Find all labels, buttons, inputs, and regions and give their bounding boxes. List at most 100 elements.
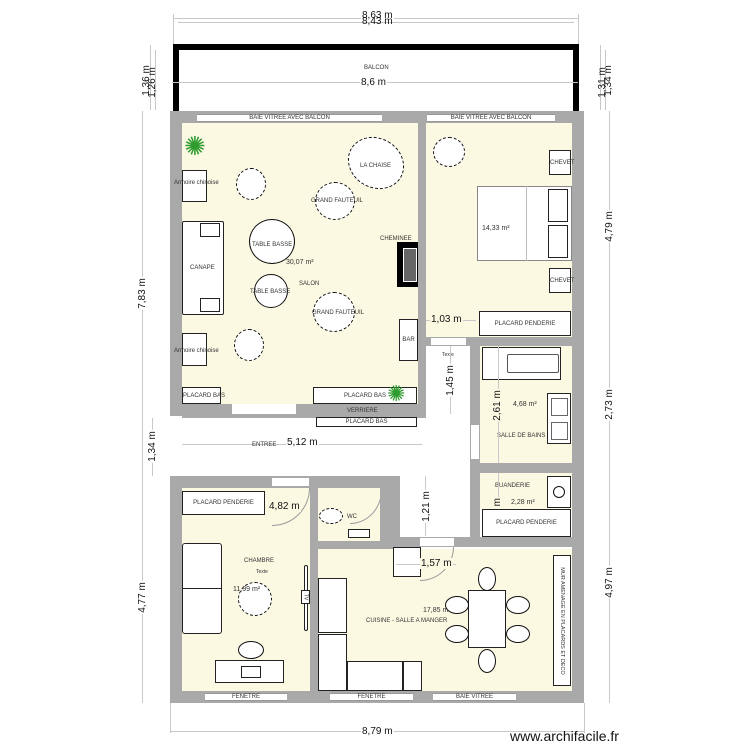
dim-tick bbox=[584, 703, 585, 733]
dim-right-upper: 4,79 m bbox=[603, 210, 615, 243]
canape-cushion bbox=[200, 223, 220, 237]
cuisine-dim: 1,57 m bbox=[420, 558, 453, 569]
dim-left-upper: 7,83 m bbox=[136, 277, 148, 310]
dim-balcony-right-b: 1,34 m bbox=[602, 65, 614, 96]
canape-cushion bbox=[200, 298, 220, 312]
bed-divider bbox=[526, 186, 527, 261]
placard-penderie-chambre-2[interactable]: PLACARD PENDERIE bbox=[182, 491, 265, 515]
wall-chambre2-right bbox=[310, 488, 318, 691]
armoire-chinoise-1-label: Armoire chinoise bbox=[174, 180, 219, 186]
dim-tick bbox=[170, 703, 171, 733]
placard-bas-entree[interactable]: PLACARD BAS bbox=[316, 417, 417, 427]
outer-wall-left-upper bbox=[170, 111, 182, 416]
table-basse-1[interactable] bbox=[249, 219, 295, 264]
counter-4[interactable] bbox=[403, 661, 422, 691]
counter-3[interactable] bbox=[347, 661, 403, 691]
dim-line-balcony-right bbox=[600, 45, 601, 110]
dining-table[interactable] bbox=[468, 590, 506, 648]
cheminee[interactable] bbox=[397, 242, 418, 287]
dim-line-balcony-left2 bbox=[155, 50, 156, 110]
dining-chair[interactable] bbox=[445, 596, 469, 614]
dim-bottom: 8,79 m bbox=[361, 726, 394, 737]
balcony bbox=[173, 44, 579, 111]
salon-label: SALON bbox=[299, 281, 320, 287]
sofa-bed-divider bbox=[182, 588, 222, 589]
chambre-2-dim: 4,82 m bbox=[268, 501, 301, 512]
grand-fauteuil-2[interactable] bbox=[313, 292, 355, 332]
dim-top-inner: 8,43 m bbox=[362, 16, 393, 27]
wall-chambre1-bottom bbox=[418, 337, 584, 346]
tv[interactable]: TV bbox=[301, 590, 310, 604]
counter-2[interactable] bbox=[318, 634, 347, 691]
plant-icon: ✺ bbox=[387, 381, 406, 406]
wall-wc-right bbox=[380, 488, 400, 542]
armoire-chinoise-2-label: Armoire chinoise bbox=[174, 348, 219, 354]
verriere-opening bbox=[232, 404, 296, 414]
cuisine-baie-vitree[interactable]: BAIE VITREE bbox=[433, 693, 516, 701]
chambre-1-window[interactable]: BAIE VITREE AVEC BALCON bbox=[427, 114, 555, 122]
entry-door-gap[interactable] bbox=[170, 418, 182, 476]
chambre-2-sub: Texte bbox=[256, 569, 268, 575]
wall-salon-chambre bbox=[418, 111, 426, 417]
chambre-1-area: 14,33 m² bbox=[482, 225, 510, 232]
desk-chair[interactable] bbox=[238, 641, 264, 659]
mur-amenage[interactable]: MUR AMENAGE EN PLACARDS ET DECO bbox=[553, 555, 571, 686]
sdb-door-gap[interactable] bbox=[471, 425, 479, 459]
plant-icon: ✺ bbox=[184, 131, 206, 161]
pillow-1 bbox=[548, 189, 568, 222]
armoire-chinoise-1[interactable] bbox=[182, 170, 207, 202]
wc-sink[interactable] bbox=[348, 529, 370, 538]
dim-tick bbox=[578, 14, 579, 50]
balcony-label: BALCON bbox=[364, 65, 389, 71]
outer-wall-right bbox=[572, 111, 584, 703]
placard-penderie-chambre-1[interactable]: PLACARD PENDERIE bbox=[479, 311, 571, 336]
kitchen-unit[interactable] bbox=[393, 547, 421, 577]
entree-dim: 5,12 m bbox=[286, 437, 319, 448]
wall-salon-bottom bbox=[182, 404, 426, 418]
placard-bas-1[interactable]: PLACARD BAS bbox=[182, 387, 225, 404]
chambre-1-dim: 1,03 m bbox=[430, 314, 463, 325]
placard-penderie-buanderie[interactable]: PLACARD PENDERIE bbox=[482, 509, 571, 537]
dim-line-balcony-right2 bbox=[605, 50, 606, 110]
grand-fauteuil-1[interactable] bbox=[315, 182, 355, 220]
sdb-area: 4,68 m² bbox=[513, 401, 537, 408]
wc-dim: 1,21 m bbox=[420, 490, 432, 523]
chevet-2[interactable]: CHEVET bbox=[549, 268, 574, 293]
outer-wall-left-lower bbox=[170, 476, 182, 703]
kitchen-door-gap[interactable] bbox=[420, 538, 454, 546]
balcony-width-dim: 8,6 m bbox=[360, 77, 388, 88]
chevet-1[interactable]: CHEVET bbox=[549, 150, 574, 175]
chambre-1-door-gap[interactable] bbox=[431, 338, 466, 345]
bar[interactable]: BAR bbox=[399, 319, 418, 361]
chair-2[interactable] bbox=[234, 329, 264, 361]
drum-icon bbox=[553, 486, 565, 498]
toilet[interactable] bbox=[319, 508, 343, 524]
counter-1[interactable] bbox=[318, 578, 347, 633]
salon-window[interactable]: BAIE VITREE AVEC BALCON bbox=[197, 114, 382, 122]
dining-chair[interactable] bbox=[478, 649, 496, 673]
dim-line-balcony-left bbox=[150, 45, 151, 110]
dining-chair[interactable] bbox=[506, 625, 530, 643]
cheminee-hearth bbox=[403, 248, 417, 282]
chambre-2-area: 11,99 m² bbox=[233, 586, 261, 593]
round-rug[interactable] bbox=[238, 582, 272, 616]
verriere-label: VERRIERE bbox=[347, 408, 378, 414]
la-chaise-label: LA CHAISE bbox=[360, 163, 392, 169]
chambre-1-chair[interactable] bbox=[433, 137, 465, 167]
chambre-2-label: CHAMBRE bbox=[244, 558, 275, 564]
couloir-label: Texte bbox=[442, 352, 454, 358]
table-basse-2[interactable] bbox=[254, 274, 288, 308]
chambre-2-window[interactable]: FENETRE bbox=[205, 693, 287, 701]
dining-chair[interactable] bbox=[445, 625, 469, 643]
washing-machine[interactable] bbox=[547, 476, 571, 508]
keyboard bbox=[241, 666, 261, 678]
placard-bas-2[interactable]: PLACARD BAS bbox=[313, 387, 417, 404]
chambre-2-door-gap[interactable] bbox=[272, 478, 309, 486]
room-entree bbox=[182, 418, 470, 476]
chair-1[interactable] bbox=[236, 168, 266, 200]
armoire-chinoise-2[interactable] bbox=[182, 333, 207, 366]
dining-chair[interactable] bbox=[506, 596, 530, 614]
dim-right-mid: 2,73 m bbox=[603, 388, 615, 421]
dining-chair[interactable] bbox=[478, 567, 496, 591]
cuisine-window[interactable]: FENETRE bbox=[330, 693, 413, 701]
